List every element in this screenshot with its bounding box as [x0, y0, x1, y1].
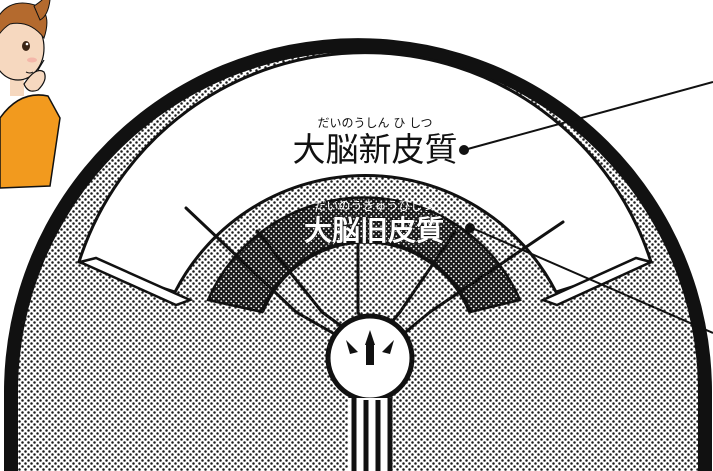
neocortex-ruby: だいのうしん ひ しつ: [318, 116, 433, 130]
girl-thinking-icon: [0, 0, 61, 189]
spinal-fibers: [348, 398, 393, 471]
paleocortex-pointer-dot: [465, 223, 475, 233]
paleocortex-rim: [260, 239, 472, 313]
neocortex-label: 大脳新皮質: [293, 130, 458, 169]
pointer-lines: [463, 81, 713, 334]
paleocortex-ruby: だいのうきゅうひしつ: [314, 199, 433, 213]
neocortex-pointer-dot: [459, 145, 469, 155]
neocortex-band-left-tab: [76, 256, 194, 307]
neocortex-band: [77, 51, 653, 294]
paleocortex-label: 大脳旧皮質: [304, 214, 444, 247]
nucleus-arrows: [346, 330, 394, 365]
